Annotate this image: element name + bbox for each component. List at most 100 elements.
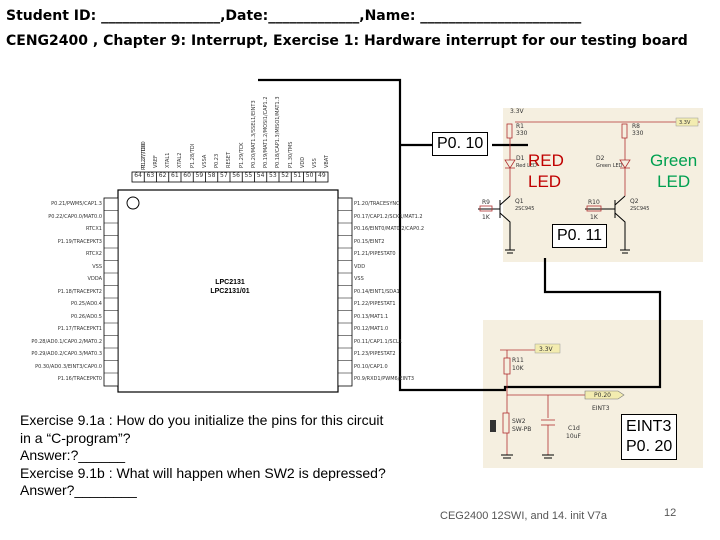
red-led-line1: RED <box>528 151 564 170</box>
p011-label: P0. 11 <box>552 224 608 248</box>
pin-num: 60 <box>183 172 191 179</box>
green-led-line1: Green <box>650 151 698 170</box>
eint3-line1: EINT3 <box>626 418 672 435</box>
page-number: 12 <box>664 507 677 519</box>
pin-num: 59 <box>195 172 204 179</box>
exercise-text: Exercise 9.1a : How do you initialize th… <box>20 412 390 500</box>
eint3-line2: P0. 20 <box>626 438 673 455</box>
svg-text:C1d: C1d <box>568 425 580 432</box>
pin-label: P1.16/TRACEPKT0 <box>57 376 102 382</box>
pin-label: VSS <box>354 276 364 282</box>
pin-label: P0.15/EINT2 <box>354 238 385 245</box>
pin-label: VSS <box>92 263 102 270</box>
svg-text:3.3V: 3.3V <box>679 120 691 126</box>
pin-label: VSS <box>312 158 318 168</box>
pin-label: P1.18/TRACEPKT2 <box>57 288 102 295</box>
pin-num: 64 <box>134 172 142 179</box>
svg-text:D2: D2 <box>596 155 605 162</box>
svg-text:2SC945: 2SC945 <box>515 206 534 212</box>
pin-label: P0.19/MAT1.2/MOSI1/CAP1.2 <box>263 96 269 168</box>
svg-text:EINT3: EINT3 <box>592 405 610 412</box>
pin-label: P0.25/AD0.4 <box>70 301 102 307</box>
svg-text:P0.20: P0.20 <box>594 392 611 399</box>
pin-label: P0.30/AD0.3/EINT3/CAP0.0 <box>35 363 102 370</box>
green-led-line2: LED <box>657 172 691 191</box>
pin-label: P0.14/EINT1/SDA1 <box>354 288 400 295</box>
pin-label: P0.18/CAP1.3/MISO1/MAT1.3 <box>275 96 281 168</box>
pin-label: RTCX2 <box>86 251 102 257</box>
exercise-answer2: Answer?________ <box>20 482 137 498</box>
svg-text:Q2: Q2 <box>630 198 639 205</box>
footer-text: CEG2400 12SWI, and 14. init V7a <box>440 510 607 522</box>
pin-label: VBAT <box>324 155 330 168</box>
exercise-q1: Exercise 9.1a : How do you initialize th… <box>20 412 384 428</box>
svg-text:330: 330 <box>632 130 644 137</box>
svg-text:R9: R9 <box>482 199 490 206</box>
pin-label: VDD <box>300 156 306 168</box>
pin-label: P1.27/TDO <box>141 141 147 168</box>
svg-text:R11: R11 <box>512 357 524 364</box>
svg-text:1K: 1K <box>590 214 599 221</box>
pin-num: 52 <box>281 172 289 179</box>
chip-name-line2: LPC2131/01 <box>210 288 250 295</box>
header-student-line: Student ID: _________________,Date:_____… <box>6 8 582 24</box>
svg-text:Red LED: Red LED <box>516 163 537 169</box>
pin-label: P1.19/TRACEPKT3 <box>57 238 102 245</box>
pin-label: XTAL1 <box>165 152 171 168</box>
red-led-label: RED LED <box>528 150 564 192</box>
pin-num: 49 <box>318 172 326 179</box>
p010-label: P0. 10 <box>432 132 489 156</box>
pin-label: P0.16/EINT0/MAT0.2/CAP0.2 <box>354 226 425 232</box>
pin-label: P0.9/RXD1/PWM6/EINT3 <box>354 376 415 382</box>
pin-label: P1.22/PIPESTAT1 <box>354 301 396 307</box>
pin-label: P0.11/CAP1.1/SCL1 <box>354 338 403 345</box>
chip-right-pins: P1.20/TRACESYNC P0.17/CAP1.2/SCK1/MAT1.2… <box>354 198 464 386</box>
svg-text:SW-PB: SW-PB <box>512 426 531 433</box>
pin-label: P0.20/MAT1.3/SSEL1/EINT3 <box>251 100 257 168</box>
exercise-q2: Exercise 9.1b : What will happen when SW… <box>20 464 386 481</box>
pin-label: P0.12/MAT1.0 <box>354 326 389 332</box>
pin-label: VREF <box>153 155 159 168</box>
pin-label: VDDA <box>87 276 102 282</box>
exercise-q1-cont: in a “C-program”? <box>20 429 131 446</box>
pin-label: P0.22/CAP0.0/MAT0.0 <box>48 213 102 220</box>
r8-label: R8 <box>632 123 640 130</box>
pin-num: 63 <box>146 172 155 179</box>
pin-label: P0.13/MAT1.1 <box>354 313 389 320</box>
pin-label: P0.29/AD0.2/CAP0.3/MAT0.3 <box>31 351 102 357</box>
led-vcc-text: 3.3V <box>510 108 525 115</box>
eint3-label: EINT3 P0. 20 <box>621 414 678 460</box>
pin-label: RTCX1 <box>86 226 102 232</box>
svg-text:10K: 10K <box>512 365 525 372</box>
pin-num: 61 <box>171 172 179 179</box>
pin-num: 53 <box>269 172 277 179</box>
r1-label: R1 <box>516 123 524 130</box>
pin-num: 62 <box>158 172 167 179</box>
green-led-label: Green LED <box>650 150 697 192</box>
pin-label: P0.21/PWM5/CAP1.3 <box>51 201 102 207</box>
pin-label: XTAL2 <box>177 152 183 168</box>
pin-label: RESET <box>226 151 232 168</box>
pin-label: VSSA <box>202 154 208 168</box>
svg-text:R10: R10 <box>588 199 600 206</box>
pin-label: P1.20/TRACESYNC <box>354 201 400 207</box>
pin-label: P0.28/AD0.1/CAP0.2/MAT0.2 <box>31 338 102 345</box>
pin-label: P0.26/AD0.5 <box>70 313 102 320</box>
pin-num: 56 <box>232 172 240 179</box>
svg-text:3.3V: 3.3V <box>539 346 554 353</box>
pin-label: P0.23 <box>214 153 220 168</box>
svg-text:SW2: SW2 <box>512 418 526 425</box>
svg-text:1K: 1K <box>482 214 491 221</box>
svg-text:330: 330 <box>516 130 528 137</box>
svg-text:D1: D1 <box>516 155 525 162</box>
pin-label: P1.30/TMS <box>288 141 294 168</box>
pin-label: P1.21/PIPESTAT0 <box>354 251 396 257</box>
svg-text:10uF: 10uF <box>566 433 581 440</box>
pin-num: 50 <box>305 172 314 179</box>
red-led-line2: LED <box>528 172 562 191</box>
pin-num: 57 <box>220 172 228 179</box>
pin-num: 55 <box>244 172 253 179</box>
chip-left-pins: P0.21/PWM5/CAP1.3 P0.22/CAP0.0/MAT0.0 RT… <box>2 198 102 386</box>
pin-label: VDD <box>354 263 366 270</box>
